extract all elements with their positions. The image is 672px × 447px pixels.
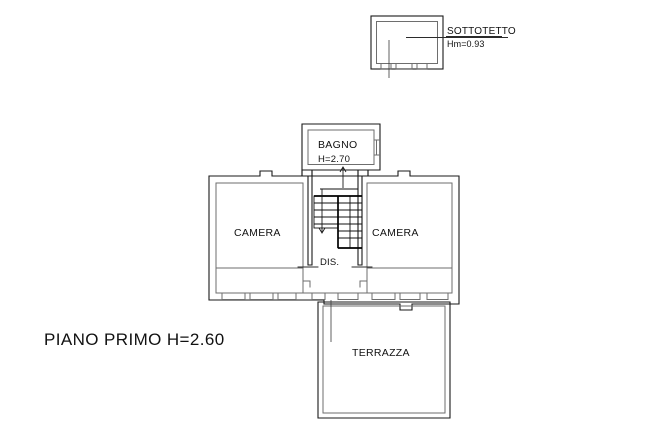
terrace-label: TERRAZZA bbox=[352, 347, 410, 359]
attic-label: SOTTOTETTO bbox=[447, 26, 516, 37]
bathroom-label: BAGNO bbox=[318, 139, 357, 151]
bathroom-door-arrow-icon bbox=[339, 166, 347, 188]
hallway-left-partition bbox=[307, 175, 313, 266]
attic-inner-wall bbox=[376, 21, 438, 64]
attic-plan-group: SOTTOTETTO Hm=0.93 bbox=[370, 15, 516, 78]
left-bedroom-windows bbox=[221, 293, 297, 300]
attic-height-note: Hm=0.93 bbox=[447, 39, 484, 49]
left-bedroom-label: CAMERA bbox=[234, 227, 281, 239]
left-bedroom-inner-wall bbox=[215, 182, 304, 269]
right-bedroom-label: CAMERA bbox=[372, 227, 419, 239]
terrace-inner-wall bbox=[322, 305, 446, 414]
stair-direction-arrow-icon bbox=[318, 189, 326, 234]
right-bedroom-lower-wall bbox=[366, 267, 453, 294]
terrace-outer-wall bbox=[317, 301, 451, 419]
staircase-icon bbox=[313, 188, 363, 249]
bathroom-group: BAGNO H=2.70 bbox=[301, 123, 381, 188]
left-bedroom-lower-wall bbox=[215, 267, 304, 294]
hallway-right-partition bbox=[357, 175, 363, 266]
right-bedroom-inner-wall bbox=[366, 182, 453, 269]
hallway-label: DIS. bbox=[320, 257, 339, 268]
main-outer-wall bbox=[208, 169, 460, 311]
right-bedroom-windows bbox=[371, 293, 449, 300]
plan-title: PIANO PRIMO H=2.60 bbox=[44, 330, 225, 349]
hallway-bottom-openings bbox=[311, 293, 359, 300]
attic-outer-wall bbox=[370, 15, 444, 70]
bathroom-window bbox=[374, 139, 380, 156]
attic-openings bbox=[380, 63, 428, 70]
stair-flight-left bbox=[313, 195, 339, 229]
terrace-group: TERRAZZA bbox=[317, 301, 451, 419]
bathroom-height-note: H=2.70 bbox=[318, 154, 350, 165]
main-building-walls bbox=[208, 169, 460, 311]
interior-pilasters bbox=[302, 280, 368, 288]
bathroom-inner-wall bbox=[307, 129, 375, 165]
